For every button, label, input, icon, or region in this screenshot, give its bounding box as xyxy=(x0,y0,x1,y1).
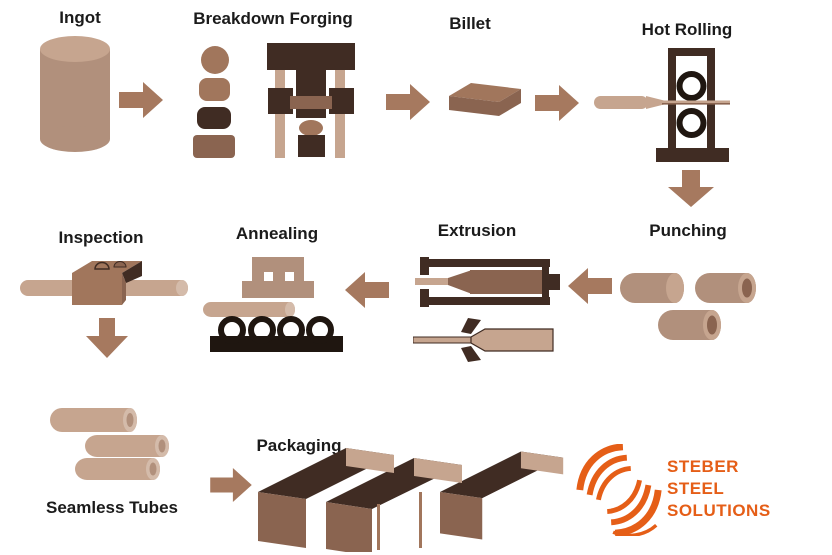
steber-logo-icon xyxy=(576,444,662,536)
forging-press-icon xyxy=(267,43,355,158)
label-seamless-tubes: Seamless Tubes xyxy=(46,498,178,517)
arrow-down-icon xyxy=(86,318,128,358)
arrow-down-icon xyxy=(668,170,714,207)
label-packaging: Packaging xyxy=(256,436,342,455)
label-inspection: Inspection xyxy=(58,228,144,247)
label-punching: Punching xyxy=(649,221,727,240)
arrow-left-icon xyxy=(345,272,389,308)
label-ingot: Ingot xyxy=(59,8,101,27)
rolling-mill-icon xyxy=(656,48,729,162)
logo-line-2: STEEL xyxy=(667,479,725,498)
arrow-right-icon xyxy=(210,468,252,502)
packaging-crates-icon xyxy=(258,448,564,552)
arrow-right-icon xyxy=(119,82,163,118)
extrusion-die-icon xyxy=(413,318,554,362)
annealing-furnace-icon xyxy=(203,257,343,352)
billet-icon xyxy=(449,83,521,116)
punched-billets-icon xyxy=(620,273,756,340)
rolled-strip-icon xyxy=(594,96,730,109)
arrow-right-icon xyxy=(386,84,430,120)
arrow-left-icon xyxy=(568,268,612,304)
logo-wordmark: STEBER STEEL SOLUTIONS xyxy=(667,456,771,522)
label-billet: Billet xyxy=(449,14,491,33)
logo-line-1: STEBER xyxy=(667,457,739,476)
arrow-right-icon xyxy=(535,85,579,121)
ingot-icon xyxy=(40,36,110,152)
label-hot-rolling: Hot Rolling xyxy=(641,20,733,39)
seamless-tubes-icon xyxy=(50,408,169,480)
label-breakdown-forging: Breakdown Forging xyxy=(193,9,353,28)
inspection-gauge-icon xyxy=(20,261,188,305)
extrusion-press-icon xyxy=(415,257,560,307)
label-annealing: Annealing xyxy=(235,224,319,243)
forged-pieces-icon xyxy=(193,46,235,158)
logo-line-3: SOLUTIONS xyxy=(667,501,771,520)
label-extrusion: Extrusion xyxy=(437,221,517,240)
